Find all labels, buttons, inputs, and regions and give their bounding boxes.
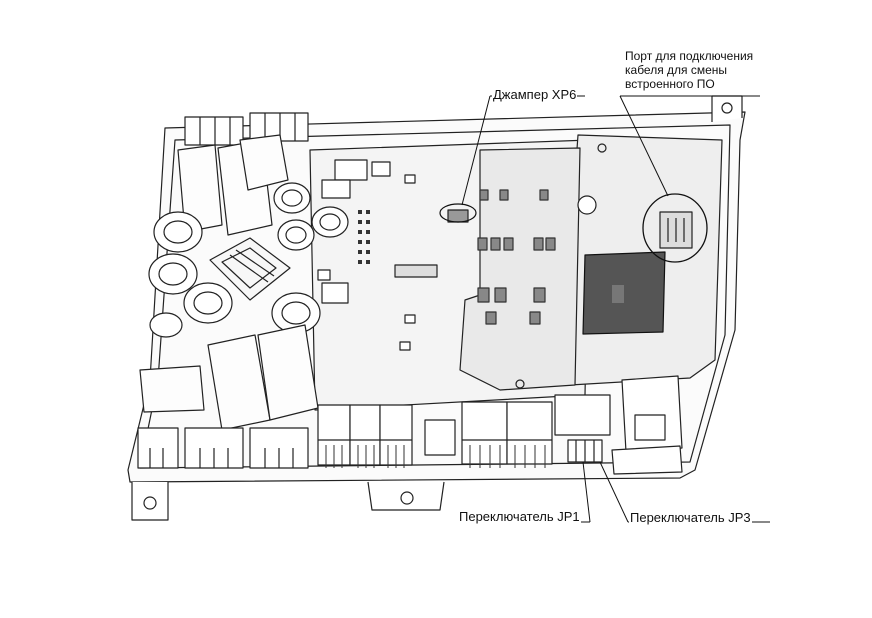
- signal-board-parts: [477, 189, 556, 325]
- relay-blocks-top: [177, 134, 289, 236]
- mounting-hole-bottom: [400, 491, 414, 505]
- terminal-pins: [325, 445, 546, 468]
- transformer: [209, 237, 291, 301]
- jumper-xp6-label: Джампер XP6: [492, 87, 578, 102]
- ic-strip: [394, 264, 438, 278]
- mounting-tab-right: [711, 95, 743, 122]
- sd-connector: [424, 419, 456, 456]
- firmware-port-label-line3: встроенного ПО: [625, 77, 715, 91]
- crystal: [577, 195, 597, 215]
- jumper-xp6: [439, 203, 477, 223]
- switch-jp3-label: Переключатель JP3: [629, 510, 752, 525]
- switch-block: [554, 394, 611, 463]
- pin-header-left: [358, 210, 370, 264]
- main-board-parts: [317, 159, 416, 351]
- network-jack: [611, 375, 683, 475]
- mounting-tab-left: [131, 482, 169, 521]
- mounting-hole-left: [143, 496, 157, 510]
- firmware-port-label-line1: Порт для подключения: [625, 49, 754, 63]
- terminal-blocks-left: [137, 427, 309, 469]
- relay-blocks-bottom: [139, 324, 319, 431]
- firmware-port-label: Порт для подключения кабеля для смены вс…: [624, 49, 776, 91]
- switch-jp1-label: Переключатель JP1: [458, 509, 581, 524]
- firmware-port: [642, 193, 708, 263]
- mounting-tab-bottom: [367, 481, 445, 511]
- firmware-port-label-line2: кабеля для смены: [625, 63, 728, 77]
- mounting-hole-right: [721, 102, 733, 114]
- capacitors: [148, 182, 349, 338]
